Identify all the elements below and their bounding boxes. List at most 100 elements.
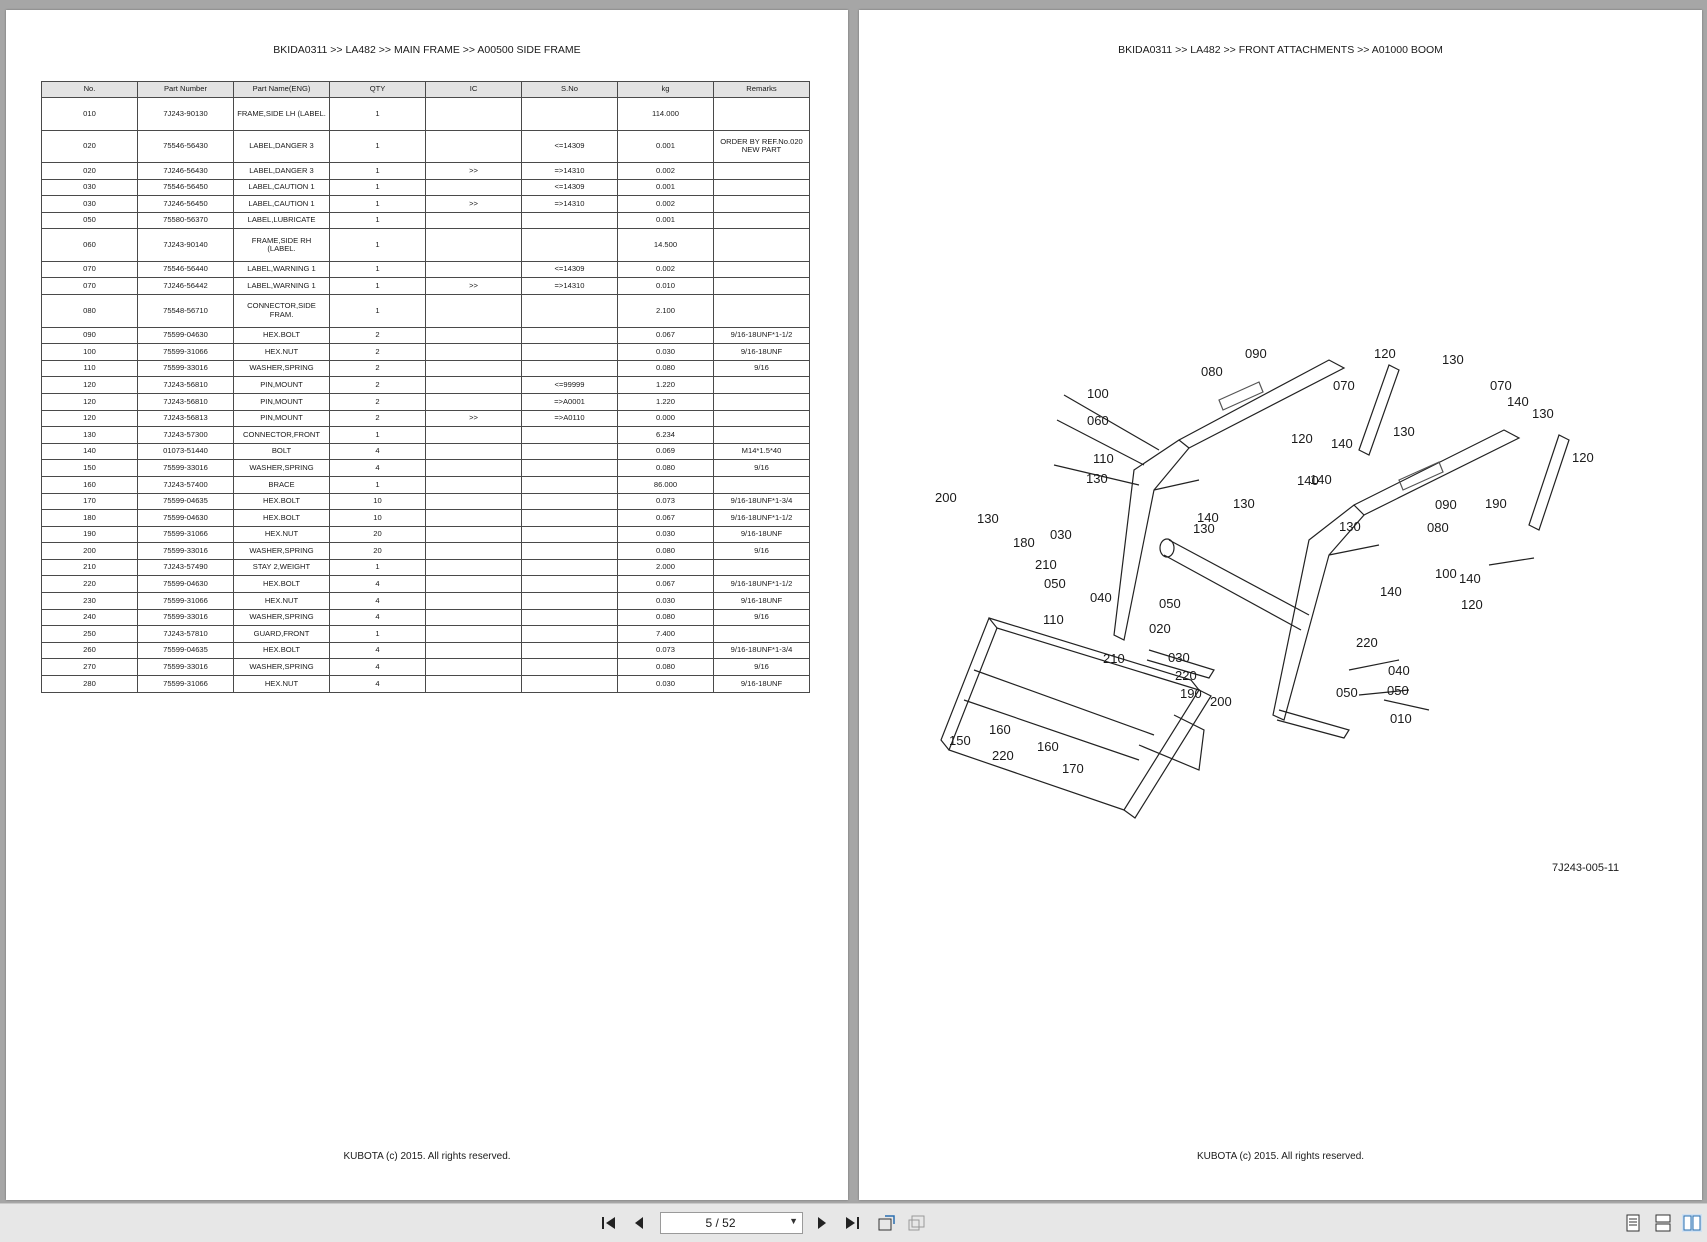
part-callout: 150 — [949, 733, 971, 748]
viewer-toolbar: 5 / 52 ▼ — [0, 1203, 1707, 1242]
table-cell-sno: =>14310 — [521, 195, 618, 213]
last-page-icon[interactable] — [841, 1213, 863, 1233]
part-callout: 140 — [1197, 510, 1219, 525]
table-cell-qty: 4 — [329, 675, 426, 693]
part-callout: 130 — [1086, 471, 1108, 486]
part-callout: 050 — [1044, 576, 1066, 591]
table-cell-sno: =>14310 — [521, 277, 618, 296]
table-cell-ic — [425, 459, 522, 477]
table-cell-sno: =>A0110 — [521, 409, 618, 428]
table-cell-ic: >> — [425, 277, 522, 296]
table-cell-no: 120 — [41, 376, 138, 394]
table-cell-kg: 0.001 — [617, 129, 714, 163]
table-cell-qty: 1 — [329, 178, 426, 197]
fit-icon[interactable] — [906, 1213, 928, 1233]
table-cell-ic — [425, 260, 522, 279]
table-cell-name: PIN,MOUNT — [233, 392, 330, 411]
table-cell-part: 75546-56450 — [137, 178, 234, 197]
rotate-icon[interactable] — [876, 1213, 898, 1233]
part-callout: 140 — [1507, 394, 1529, 409]
table-cell-no: 260 — [41, 641, 138, 660]
table-cell-no: 110 — [41, 359, 138, 378]
table-cell-name: LABEL,DANGER 3 — [233, 129, 330, 163]
table-cell-qty: 1 — [329, 211, 426, 230]
table-cell-kg: 0.080 — [617, 608, 714, 627]
table-cell-sno: =>14310 — [521, 162, 618, 180]
table-cell-part: 75599-04635 — [137, 492, 234, 511]
table-cell-part: 75599-33016 — [137, 542, 234, 560]
table-cell-kg: 0.001 — [617, 178, 714, 197]
part-callout: 050 — [1387, 683, 1409, 698]
table-cell-kg: 0.030 — [617, 592, 714, 610]
table-cell-part: 7J243-56810 — [137, 392, 234, 411]
table-cell-remarks: 9/16 — [713, 459, 810, 477]
part-callout: 060 — [1087, 413, 1109, 428]
table-cell-remarks — [713, 558, 810, 577]
table-cell-kg: 0.067 — [617, 509, 714, 527]
part-callout: 090 — [1245, 346, 1267, 361]
table-cell-name: HEX.NUT — [233, 675, 330, 693]
column-header: IC — [425, 81, 522, 98]
table-cell-sno: <=14309 — [521, 129, 618, 163]
table-cell-qty: 2 — [329, 343, 426, 361]
table-cell-kg: 0.080 — [617, 658, 714, 677]
table-cell-part: 7J243-57300 — [137, 426, 234, 444]
continuous-icon[interactable] — [1652, 1213, 1674, 1233]
table-cell-qty: 1 — [329, 260, 426, 279]
table-cell-remarks — [713, 475, 810, 494]
table-cell-kg: 0.001 — [617, 211, 714, 230]
table-cell-part: 75599-31066 — [137, 675, 234, 693]
part-callout: 050 — [1159, 596, 1181, 611]
table-cell-sno — [521, 592, 618, 610]
table-cell-no: 070 — [41, 260, 138, 279]
table-cell-qty: 4 — [329, 592, 426, 610]
two-page-icon[interactable] — [1681, 1213, 1703, 1233]
prev-page-icon[interactable] — [628, 1213, 650, 1233]
table-cell-kg: 1.220 — [617, 376, 714, 394]
table-cell-name: LABEL,DANGER 3 — [233, 162, 330, 180]
table-cell-qty: 1 — [329, 426, 426, 444]
table-cell-qty: 1 — [329, 475, 426, 494]
table-cell-no: 200 — [41, 542, 138, 560]
part-callout: 130 — [1339, 519, 1361, 534]
table-cell-part: 75548-56710 — [137, 294, 234, 328]
first-page-icon[interactable] — [598, 1213, 620, 1233]
table-cell-part: 75599-33016 — [137, 608, 234, 627]
part-callout: 130 — [1393, 424, 1415, 439]
table-cell-ic — [425, 475, 522, 494]
table-cell-qty: 2 — [329, 376, 426, 394]
table-cell-name: WASHER,SPRING — [233, 359, 330, 378]
table-cell-sno — [521, 343, 618, 361]
next-page-icon[interactable] — [811, 1213, 833, 1233]
single-page-icon[interactable] — [1622, 1213, 1644, 1233]
table-cell-part: 7J246-56442 — [137, 277, 234, 296]
table-cell-part: 75599-31066 — [137, 592, 234, 610]
table-cell-remarks — [713, 178, 810, 197]
chevron-down-icon[interactable]: ▼ — [789, 1216, 798, 1226]
table-cell-no: 250 — [41, 625, 138, 643]
table-cell-qty: 2 — [329, 359, 426, 378]
part-callout: 190 — [1485, 496, 1507, 511]
column-header: Part Name(ENG) — [233, 81, 330, 98]
table-cell-sno — [521, 575, 618, 594]
table-cell-remarks — [713, 409, 810, 428]
table-cell-ic — [425, 426, 522, 444]
table-cell-sno — [521, 475, 618, 494]
table-cell-remarks: 9/16-18UNF*1-1/2 — [713, 509, 810, 527]
table-cell-part: 7J243-57400 — [137, 475, 234, 494]
table-cell-ic — [425, 211, 522, 230]
table-cell-qty: 4 — [329, 641, 426, 660]
table-cell-name: HEX.BOLT — [233, 492, 330, 511]
table-cell-part: 75599-04630 — [137, 575, 234, 594]
table-cell-kg: 86.000 — [617, 475, 714, 494]
table-cell-ic — [425, 675, 522, 693]
part-callout: 070 — [1490, 378, 1512, 393]
table-cell-remarks: 9/16 — [713, 658, 810, 677]
part-callout: 080 — [1201, 364, 1223, 379]
page-number-field[interactable]: 5 / 52 ▼ — [660, 1212, 803, 1234]
